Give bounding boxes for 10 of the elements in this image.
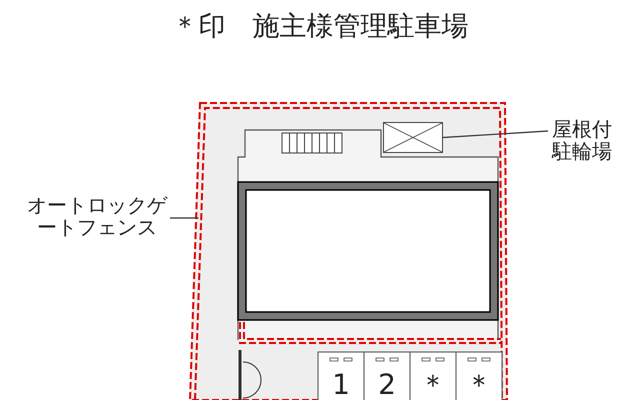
- callout-label: 屋根付駐輪場: [552, 118, 614, 162]
- parking-number: ＊: [418, 370, 448, 400]
- bike-shed-box: [383, 122, 443, 153]
- parking-number: ＊: [464, 370, 494, 400]
- parking-number: 1: [331, 370, 351, 400]
- leader-line: [170, 217, 198, 219]
- parking-number: 2: [377, 370, 397, 400]
- callout-label: オートロックゲートフェンス: [26, 194, 168, 238]
- title: ＊印 施主様管理駐車場: [170, 10, 470, 44]
- leader-line: [442, 130, 548, 138]
